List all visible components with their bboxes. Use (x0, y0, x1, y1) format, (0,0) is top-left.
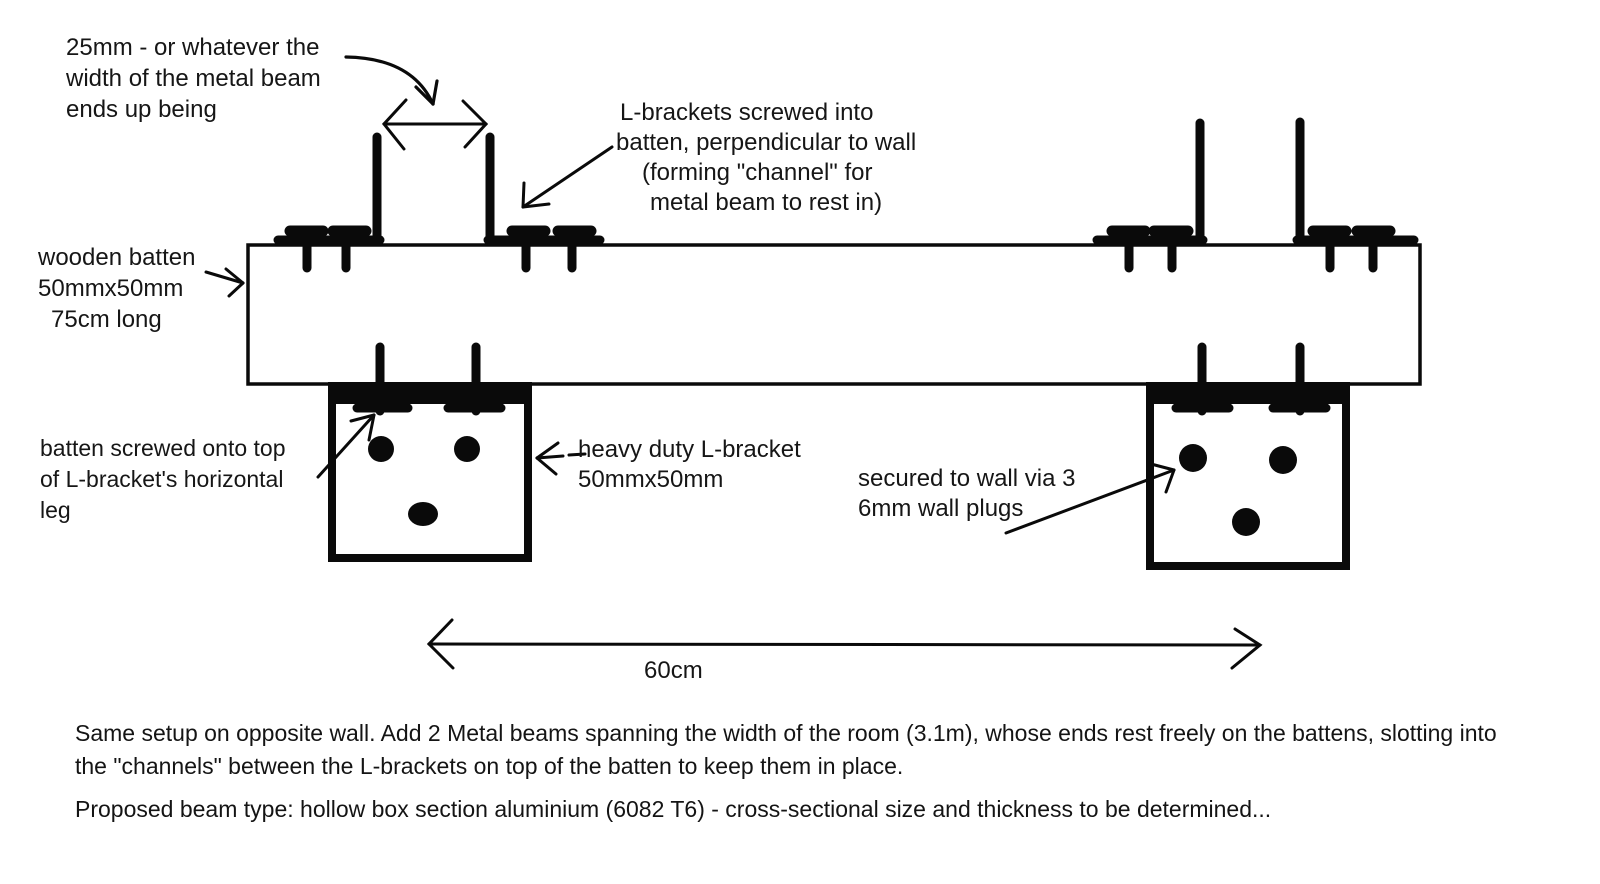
note-line: 50mmx50mm (38, 275, 184, 302)
dimension-label: 60cm (644, 657, 703, 685)
wall-plug-dot (1232, 508, 1260, 536)
arrowhead-stroke (1164, 468, 1176, 494)
batten-screw-pointer-arrow (316, 413, 376, 479)
note-line: of L-bracket's horizontal (40, 466, 284, 492)
arrow-shaft (1004, 468, 1176, 535)
arrow-shaft (427, 642, 1262, 647)
wall-plug-dot (1269, 446, 1297, 474)
heavy-duty-pointer-arrow (535, 441, 587, 476)
arrowhead-stroke (1149, 462, 1176, 472)
arrow-shaft (316, 413, 376, 479)
arrowhead-right (461, 99, 489, 149)
arrowhead-stroke (414, 85, 435, 106)
wooden-batten-label: wooden batten 50mmx50mm 75cm long (38, 242, 195, 335)
note-line: width of the metal beam (66, 65, 321, 92)
wall-plug-dot (368, 436, 394, 462)
wall-plug-dot (408, 502, 438, 526)
beam-width-arrow (382, 98, 489, 151)
note-line: 60cm (644, 657, 703, 684)
arrowhead-stroke (535, 456, 558, 476)
note-line: 50mmx50mm (578, 466, 724, 493)
right-wall-bracket (1146, 342, 1350, 570)
wall-plug-pointer-arrow (1004, 462, 1176, 535)
heavy-duty-bracket-label: heavy duty L-bracket 50mmx50mm (578, 435, 801, 495)
bracket-horizontal-leg (332, 384, 528, 404)
note-line: 25mm - or whatever the (66, 34, 320, 61)
arrowhead-stroke (349, 413, 376, 423)
wooden-batten-pointer-arrow (204, 267, 245, 298)
bracket-horizontal-leg (1150, 384, 1346, 404)
arrowhead-left (382, 98, 408, 151)
arrowhead-stroke (367, 413, 376, 442)
paragraph-line: Proposed beam type: hollow box section a… (75, 796, 1272, 822)
arrowhead-stroke (224, 267, 245, 285)
left-channel-brackets (273, 132, 605, 273)
l-bracket-pointer-arrow (521, 145, 614, 209)
wall-plug-dot (454, 436, 480, 462)
note-line: batten, perpendicular to wall (616, 129, 917, 156)
wall-plug-dot (1179, 444, 1207, 472)
beam-width-pointer-arrow (344, 55, 439, 106)
beam-width-note: 25mm - or whatever the width of the meta… (66, 32, 321, 125)
note-line: heavy duty L-bracket (578, 436, 801, 463)
arrowhead-stroke (521, 202, 551, 209)
l-brackets-note: L-brackets screwed into batten, perpendi… (606, 98, 916, 218)
arrowhead-stroke (521, 181, 526, 209)
arrowhead-left (426, 618, 455, 670)
setup-paragraph: Same setup on opposite wall. Add 2 Metal… (75, 717, 1497, 783)
arrow-shaft (535, 454, 565, 460)
arrow-shaft (204, 270, 245, 285)
arrow-shaft-dash (567, 452, 587, 457)
bracket-plate-outline (1146, 382, 1350, 570)
right-channel-brackets (1092, 117, 1419, 273)
note-line: secured to wall via 3 (858, 465, 1076, 492)
dimension-arrow-60cm (426, 618, 1263, 670)
paragraph-line: the "channels" between the L-brackets on… (75, 753, 904, 779)
arrow-shaft (344, 55, 435, 106)
arrowhead-right (1230, 627, 1263, 670)
note-line: ends up being (66, 96, 217, 123)
note-line: batten screwed onto top (40, 435, 286, 461)
note-line: 75cm long (51, 306, 162, 333)
note-line: leg (40, 497, 71, 523)
arrow-shaft (521, 145, 614, 209)
arrowhead-stroke (227, 281, 245, 298)
note-line: wooden batten (38, 244, 196, 271)
left-wall-bracket (328, 342, 532, 562)
paragraph-line: Same setup on opposite wall. Add 2 Metal… (75, 720, 1497, 746)
note-line: 6mm wall plugs (858, 495, 1024, 522)
note-line: (forming "channel" for (642, 159, 873, 186)
arrowhead-stroke (535, 441, 560, 460)
arrowhead-stroke (431, 79, 439, 106)
wooden-batten (246, 243, 1422, 386)
note-line: L-brackets screwed into (620, 99, 874, 126)
wall-plug-note: secured to wall via 3 6mm wall plugs (858, 464, 1075, 524)
batten-outline (246, 243, 1422, 386)
batten-screw-note: batten screwed onto top of L-bracket's h… (40, 433, 286, 526)
beam-type-paragraph: Proposed beam type: hollow box section a… (75, 793, 1497, 826)
explanatory-notes: Same setup on opposite wall. Add 2 Metal… (75, 717, 1497, 826)
note-line: metal beam to rest in) (650, 189, 883, 216)
